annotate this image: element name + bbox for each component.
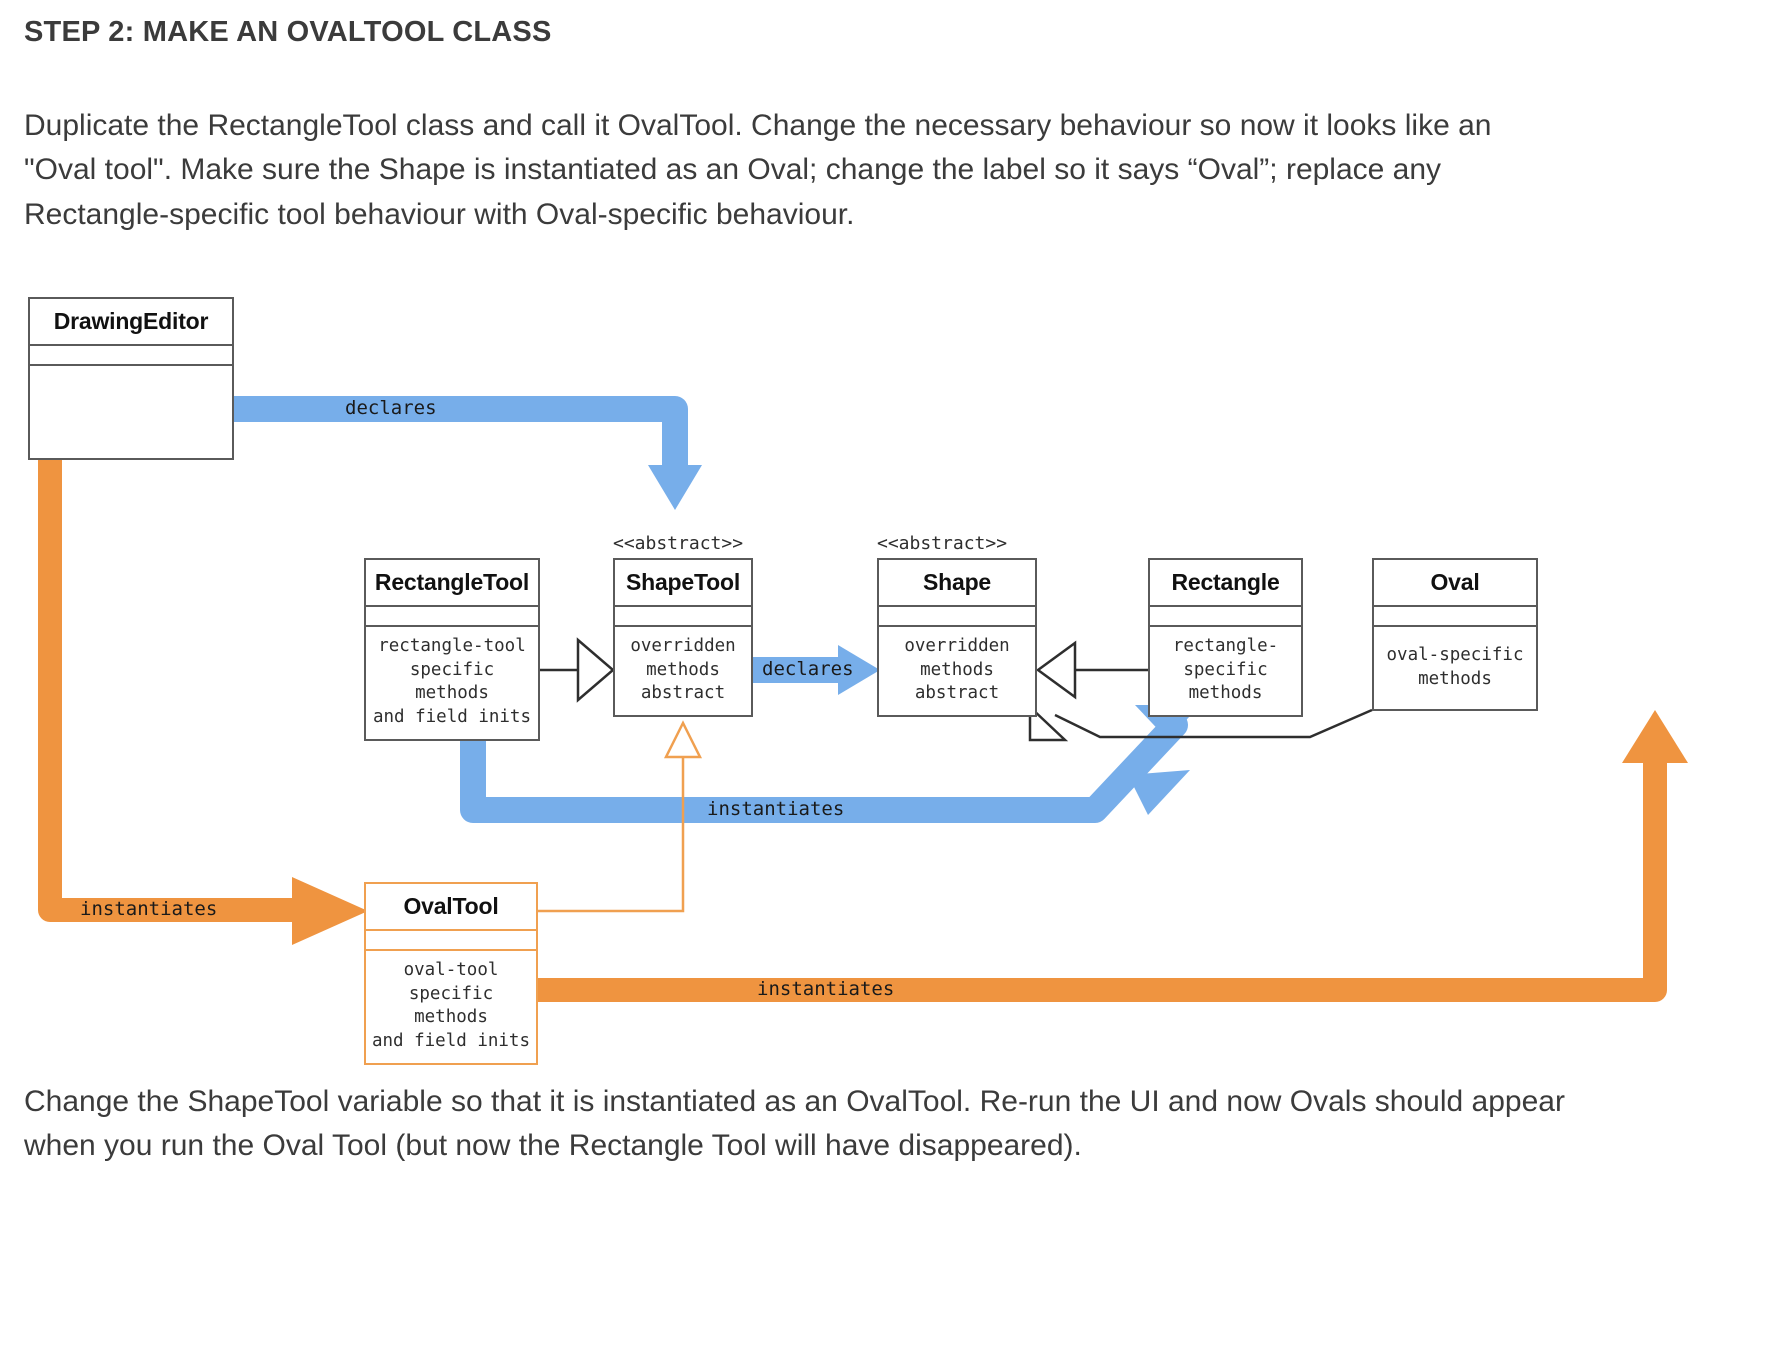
edge-generalization-ovaltool-shapetool: [537, 720, 703, 913]
class-name-oval: Oval: [1374, 560, 1536, 607]
page-title: STEP 2: MAKE AN OVALTOOL CLASS: [24, 16, 552, 48]
class-name-rectangle-tool: RectangleTool: [366, 560, 538, 607]
class-methods-shape: overridden methods abstract: [904, 636, 1010, 704]
class-box-rectangle-tool[interactable]: RectangleTool rectangle-tool specific me…: [364, 558, 540, 741]
class-methods-drawing-editor: [30, 366, 232, 458]
class-box-oval[interactable]: Oval oval-specific methods: [1372, 558, 1538, 712]
class-attributes-oval-tool: [366, 931, 536, 951]
stereotype-shape: <<abstract>>: [877, 533, 1008, 554]
class-attributes-shape: [879, 607, 1035, 627]
class-attributes-oval: [1374, 607, 1536, 627]
class-box-drawing-editor[interactable]: DrawingEditor: [28, 297, 234, 460]
diagram-connectors: [38, 396, 1688, 1002]
class-attributes-rectangle-tool: [366, 607, 538, 627]
edge-generalization-rectangle-shape: [1035, 640, 1148, 700]
class-name-oval-tool: OvalTool: [366, 884, 536, 931]
edge-label-declares-shape: declares: [762, 658, 854, 680]
class-name-shape-tool: ShapeTool: [615, 560, 751, 607]
class-box-shape-tool[interactable]: ShapeTool overridden methods abstract: [613, 558, 753, 717]
class-methods-rectangle: rectangle- specific methods: [1172, 636, 1279, 704]
edge-declares-shape: [739, 645, 880, 695]
class-methods-shape-tool: overridden methods abstract: [630, 636, 736, 704]
class-name-shape: Shape: [879, 560, 1035, 607]
edge-label-instantiates-oval: instantiates: [757, 978, 895, 1000]
edge-label-instantiates-ovaltool: instantiates: [80, 898, 218, 920]
edge-label-instantiates-rectangle: instantiates: [707, 798, 845, 820]
edge-generalization-rectangletool-shapetool: [540, 637, 615, 703]
class-methods-rectangle-tool: rectangle-tool specific methods and fiel…: [372, 636, 532, 727]
class-box-shape[interactable]: Shape overridden methods abstract: [877, 558, 1037, 717]
class-box-rectangle[interactable]: Rectangle rectangle- specific methods: [1148, 558, 1303, 717]
edge-generalization-oval-shape: [1028, 704, 1373, 742]
class-methods-oval: oval-specific methods: [1386, 645, 1524, 689]
class-name-drawing-editor: DrawingEditor: [30, 299, 232, 346]
class-box-oval-tool[interactable]: OvalTool oval-tool specific methods and …: [364, 882, 538, 1065]
edge-instantiates-oval: [518, 710, 1688, 1002]
edge-declares-shapetool: [219, 396, 702, 510]
class-attributes-shape-tool: [615, 607, 751, 627]
uml-class-diagram: DrawingEditor RectangleTool rectangle-to…: [0, 285, 1768, 1065]
class-methods-oval-tool: oval-tool specific methods and field ini…: [371, 960, 531, 1051]
class-attributes-drawing-editor: [30, 346, 232, 366]
class-name-rectangle: Rectangle: [1150, 560, 1301, 607]
intro-paragraph: Duplicate the RectangleTool class and ca…: [24, 109, 1492, 231]
edge-label-declares-shapetool: declares: [345, 397, 437, 419]
outro-paragraph: Change the ShapeTool variable so that it…: [24, 1085, 1565, 1163]
class-attributes-rectangle: [1150, 607, 1301, 627]
stereotype-shape-tool: <<abstract>>: [613, 533, 744, 554]
edge-instantiates-ovaltool: [38, 423, 368, 945]
